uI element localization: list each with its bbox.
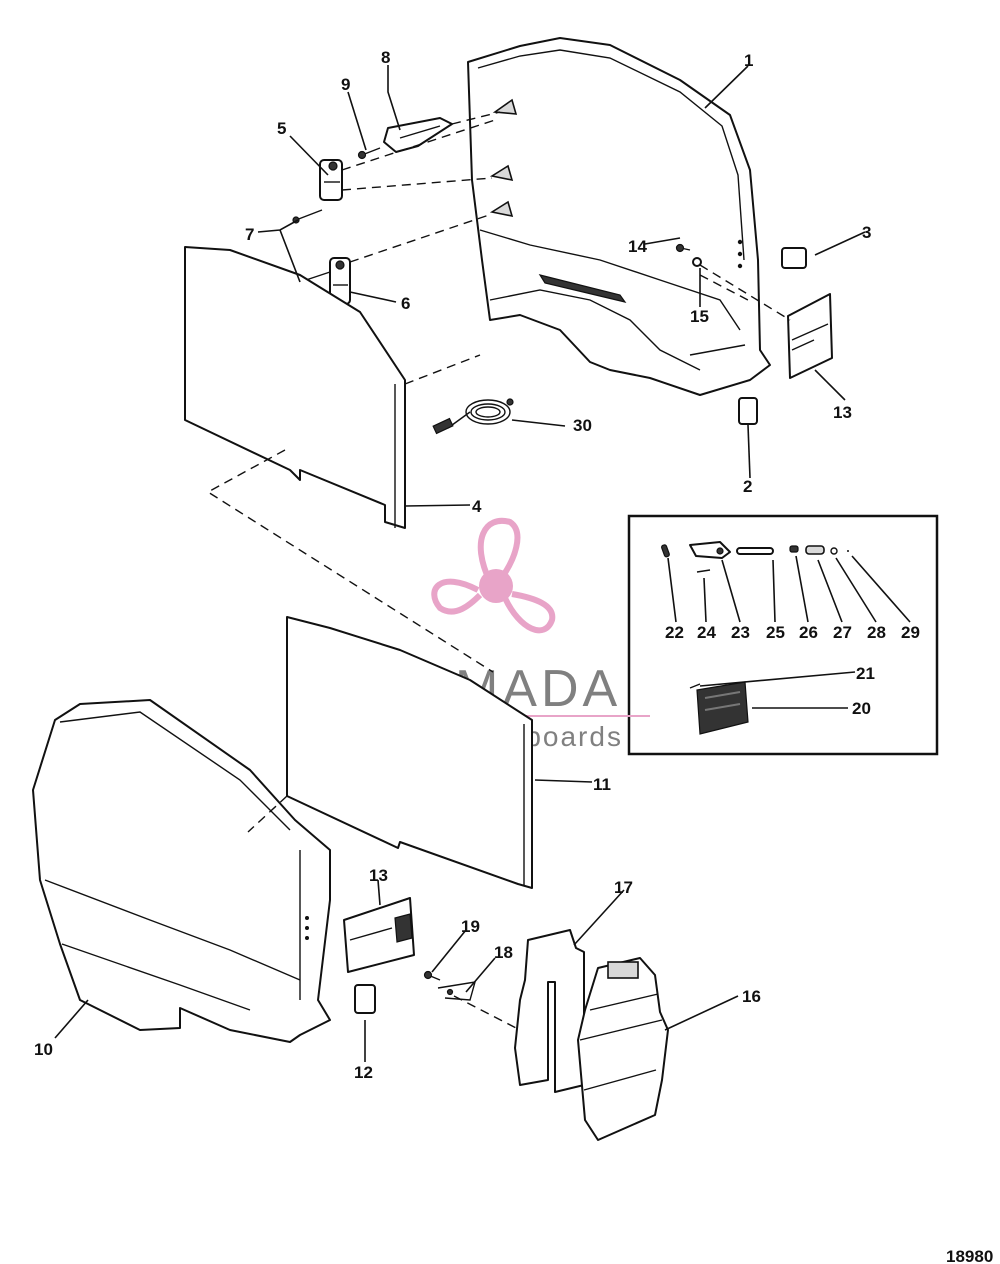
callout-26: 26 — [799, 623, 818, 642]
callout-20: 20 — [852, 699, 871, 718]
callout-2: 2 — [743, 477, 752, 496]
latch-bracket-5-part — [319, 159, 343, 201]
callout-leader-lines — [54, 65, 911, 1062]
callout-1: 1 — [744, 51, 753, 70]
callout-30: 30 — [573, 416, 592, 435]
callout-8: 8 — [381, 48, 390, 67]
callout-28: 28 — [867, 623, 886, 642]
screw-9-part — [357, 147, 381, 160]
assembly-guide-lines — [206, 111, 791, 1031]
latch-plate-13-lower-part — [343, 897, 415, 973]
callout-5: 5 — [277, 119, 286, 138]
callout-18: 18 — [494, 943, 513, 962]
drawing-number: 18980 — [946, 1247, 993, 1264]
callout-21: 21 — [856, 664, 875, 683]
inset-latch-detail — [627, 514, 939, 756]
pad-3-part — [781, 247, 807, 269]
front-panel-part — [286, 616, 533, 889]
propeller-icon — [431, 517, 556, 634]
callout-24: 24 — [697, 623, 716, 642]
callout-9: 9 — [341, 75, 350, 94]
callout-11: 11 — [593, 775, 611, 794]
callout-23: 23 — [731, 623, 750, 642]
washer-15-part — [692, 257, 702, 267]
callout-7: 7 — [245, 225, 254, 244]
latch-18-part — [437, 981, 476, 1001]
seal-17-part — [514, 929, 585, 1093]
latch-plate-13-upper-part — [787, 293, 833, 379]
rear-cowl-part — [467, 37, 771, 396]
callout-15: 15 — [690, 307, 709, 326]
callout-6: 6 — [401, 294, 410, 313]
callout-16: 16 — [742, 987, 761, 1006]
rear-panel-part — [184, 246, 406, 529]
callout-10: 10 — [34, 1040, 53, 1059]
upper-hinge-bracket-part — [383, 117, 453, 153]
callout-12: 12 — [354, 1063, 373, 1082]
bumper-12-part — [354, 984, 376, 1014]
screw-14-part — [675, 243, 691, 253]
screw-19-part — [423, 970, 441, 981]
callout-27: 27 — [833, 623, 852, 642]
callout-3: 3 — [862, 223, 871, 242]
front-cowl-part — [32, 699, 331, 1043]
bumper-2-part — [738, 397, 758, 425]
callout-13-lower: 13 — [369, 866, 388, 885]
callout-labels: 1 2 3 4 5 6 7 8 9 10 11 12 13 13 14 15 1… — [34, 48, 920, 1082]
callout-14: 14 — [628, 237, 647, 256]
callout-17: 17 — [614, 878, 633, 897]
callout-13-upper: 13 — [833, 403, 852, 422]
cable-part — [432, 398, 514, 435]
callout-25: 25 — [766, 623, 785, 642]
callout-4: 4 — [472, 497, 482, 516]
callout-19: 19 — [461, 917, 480, 936]
callout-29: 29 — [901, 623, 920, 642]
cover-16-part — [577, 957, 669, 1141]
callout-22: 22 — [665, 623, 684, 642]
